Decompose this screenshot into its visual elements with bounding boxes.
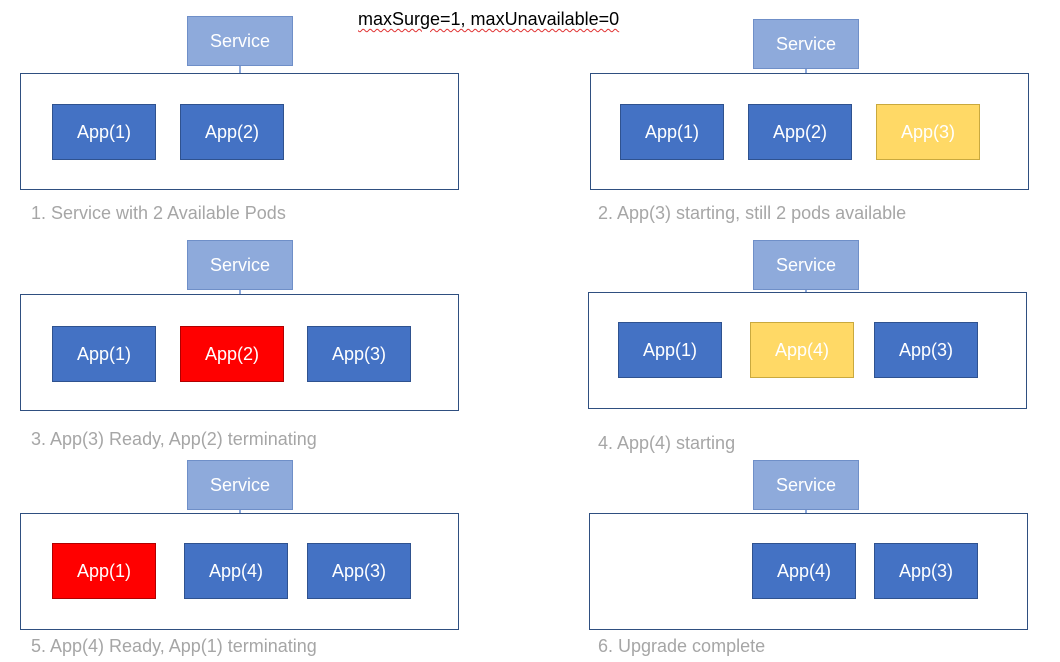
panel-1-pod-1: App(1) [52,104,156,160]
panel-4-caption: 4. App(4) starting [598,433,736,453]
panel-6-caption: 6. Upgrade complete [598,636,766,656]
panel-2-pod-2: App(2) [748,104,852,160]
panel-2-service: Service [753,19,859,69]
panel-5-pod-2: App(4) [184,543,288,599]
panel-6-pod-1: App(4) [752,543,856,599]
panel-3-caption: 3. App(3) Ready, App(2) terminating [31,429,317,449]
panel-1-service: Service [187,16,293,66]
panel-2-caption: 2. App(3) starting, still 2 pods availab… [598,203,907,223]
panel-5-pod-3: App(3) [307,543,411,599]
panel-3-pod-1: App(1) [52,326,156,382]
panel-1-caption: 1. Service with 2 Available Pods [31,203,286,223]
panel-6-service: Service [753,460,859,510]
panel-4-pod-3: App(3) [874,322,978,378]
panel-1-pod-2: App(2) [180,104,284,160]
panel-2-pod-3: App(3) [876,104,980,160]
panel-5-service: Service [187,460,293,510]
panel-2-pod-1: App(1) [620,104,724,160]
diagram-title: maxSurge=1, maxUnavailable=0 [358,9,619,30]
panel-3-pod-2: App(2) [180,326,284,382]
panel-6-pod-2: App(3) [874,543,978,599]
panel-5-pod-1: App(1) [52,543,156,599]
panel-3-pod-3: App(3) [307,326,411,382]
panel-3-service: Service [187,240,293,290]
panel-4-service: Service [753,240,859,290]
panel-4-pod-1: App(1) [618,322,722,378]
panel-4-pod-2: App(4) [750,322,854,378]
panel-5-caption: 5. App(4) Ready, App(1) terminating [31,636,317,656]
diagram-title-text: maxSurge=1, maxUnavailable=0 [358,9,620,29]
